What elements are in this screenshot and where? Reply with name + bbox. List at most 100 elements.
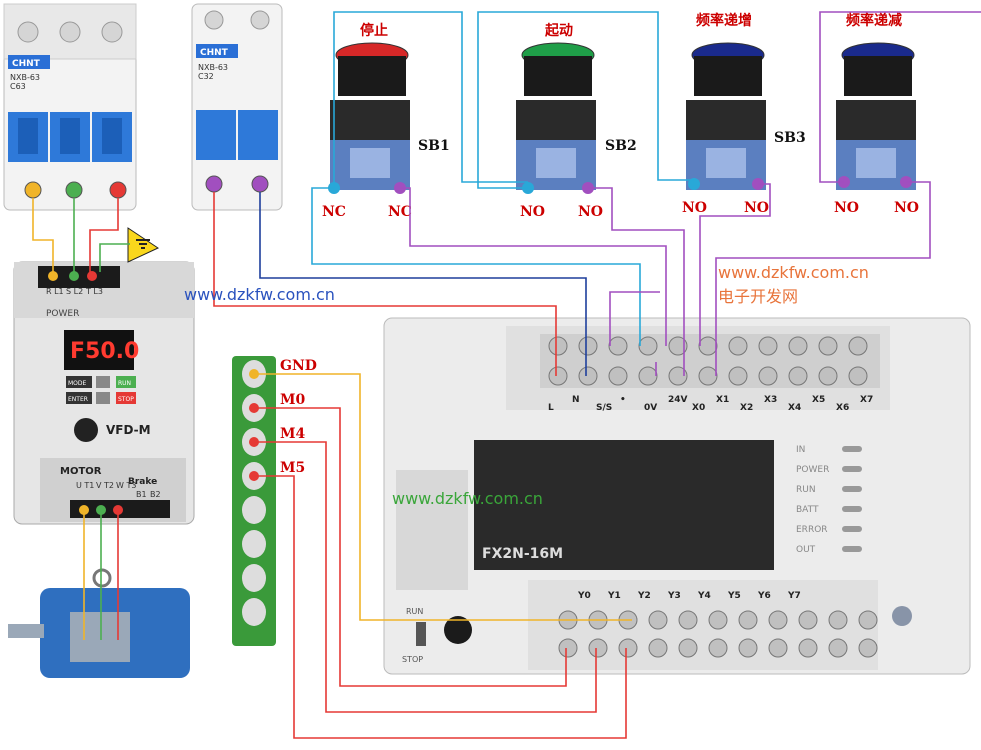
plc-led-label: POWER xyxy=(796,465,829,475)
plc-output-screw-lower[interactable] xyxy=(858,638,878,658)
plc-led-indicator xyxy=(842,466,862,472)
plc-input-screw-lower[interactable] xyxy=(698,366,718,386)
vfd-key-stop[interactable]: STOP xyxy=(118,396,134,403)
plc-input-screw-lower[interactable] xyxy=(728,366,748,386)
ground-symbol-icon xyxy=(127,227,160,263)
plc-input-screw-upper[interactable] xyxy=(818,336,838,356)
plc-input-label: X2 xyxy=(740,403,753,413)
plc-output-screw-lower[interactable] xyxy=(648,638,668,658)
contact-sb4-left: NO xyxy=(834,200,859,216)
watermark-blue: www.dzkfw.com.cn xyxy=(184,285,335,304)
plc-led-indicator xyxy=(842,446,862,452)
push-buttons: 停止 SB1 NC NC 起动 SB2 NO NO xyxy=(322,12,919,220)
watermark-orange: www.dzkfw.com.cn xyxy=(718,263,869,282)
plc-input-label: X0 xyxy=(692,403,705,413)
plc-output-label: Y0 xyxy=(577,591,591,601)
plc-input-screw-lower[interactable] xyxy=(818,366,838,386)
plc-input-label: • xyxy=(620,395,626,405)
plc-led-label: IN xyxy=(796,445,805,455)
vfd-key-mode[interactable]: MODE xyxy=(68,380,87,387)
vfd-key-enter[interactable]: ENTER xyxy=(68,396,88,403)
plc-input-screw-lower[interactable] xyxy=(788,366,808,386)
plc-output-screw-lower[interactable] xyxy=(588,638,608,658)
plc-output-screw-upper[interactable] xyxy=(798,610,818,630)
plc-input-screw-lower[interactable] xyxy=(638,366,658,386)
plc-input-screw-upper[interactable] xyxy=(668,336,688,356)
plc-output-label: Y1 xyxy=(607,591,621,601)
plc-output-screw-upper[interactable] xyxy=(678,610,698,630)
vfd-knob-icon[interactable] xyxy=(74,418,98,442)
plc-mount-screw-icon xyxy=(892,606,912,626)
contact-sb2-right: NO xyxy=(578,204,603,220)
plc-input-screw-upper[interactable] xyxy=(788,336,808,356)
watermark-green: www.dzkfw.com.cn xyxy=(392,489,543,508)
plc-output-screw-lower[interactable] xyxy=(768,638,788,658)
vfd-brake-b1: B1 xyxy=(136,490,147,499)
plc-output-screw-lower[interactable] xyxy=(708,638,728,658)
plc-output-label: Y3 xyxy=(667,591,681,601)
plc-output-label: Y4 xyxy=(697,591,711,601)
push-button-freq-up[interactable]: 频率递增 SB3 NO NO xyxy=(682,12,806,216)
plc-input-screw-lower[interactable] xyxy=(548,366,568,386)
plc-input-screw-upper[interactable] xyxy=(848,336,868,356)
plc-input-screw-upper[interactable] xyxy=(638,336,658,356)
aux-breaker-brand: CHNT xyxy=(200,48,229,58)
plc-input-screw-lower[interactable] xyxy=(608,366,628,386)
plc-model: FX2N-16M xyxy=(482,546,563,562)
plc-output-screw-upper[interactable] xyxy=(858,610,878,630)
plc-output-screw-lower[interactable] xyxy=(558,638,578,658)
contact-sb1-left: NC xyxy=(322,204,346,220)
plc-input-label: 24V xyxy=(668,395,688,405)
plc-input-screw-upper[interactable] xyxy=(758,336,778,356)
vfd-key-run[interactable]: RUN xyxy=(118,380,131,387)
button-label-freq-up: 频率递增 xyxy=(696,12,752,29)
plc-input-screw-lower[interactable] xyxy=(578,366,598,386)
plc-output-screw-upper[interactable] xyxy=(648,610,668,630)
plc-output-screw-lower[interactable] xyxy=(618,638,638,658)
push-button-start[interactable]: 起动 SB2 NO NO xyxy=(516,22,637,220)
plc-led-indicator xyxy=(842,506,862,512)
push-button-stop[interactable]: 停止 SB1 NC NC xyxy=(322,22,450,220)
plc-output-label: Y6 xyxy=(757,591,771,601)
aux-breaker-rating: C32 xyxy=(198,72,214,81)
plc-input-screw-lower[interactable] xyxy=(758,366,778,386)
plc-input-label: X7 xyxy=(860,395,873,405)
plc-led-label: ERROR xyxy=(796,525,828,535)
button-label-start: 起动 xyxy=(544,22,573,39)
plc-run-stop-switch[interactable] xyxy=(416,622,426,646)
main-breaker: CHNT NXB-63 C63 xyxy=(3,3,137,211)
plc-input-label: X3 xyxy=(764,395,777,405)
plc-output-screw-upper[interactable] xyxy=(828,610,848,630)
plc-input-screw-upper[interactable] xyxy=(608,336,628,356)
plc-output-screw-lower[interactable] xyxy=(798,638,818,658)
plc-input-screw-lower[interactable] xyxy=(668,366,688,386)
strip-label-m0: M0 xyxy=(280,392,305,408)
watermark-orange-cn: 电子开发网 xyxy=(718,287,798,306)
plc-output-screw-lower[interactable] xyxy=(828,638,848,658)
strip-label-m4: M4 xyxy=(280,426,305,442)
plc-output-screw-upper[interactable] xyxy=(768,610,788,630)
plc-input-screw-upper[interactable] xyxy=(548,336,568,356)
plc-input-screw-upper[interactable] xyxy=(578,336,598,356)
vfd-out-w: W T3 xyxy=(116,481,136,490)
push-button-freq-down[interactable]: 频率递减 NO NO xyxy=(834,12,919,216)
vfd-motor-label: MOTOR xyxy=(60,466,102,477)
plc-output-screw-upper[interactable] xyxy=(738,610,758,630)
plc-input-label: N xyxy=(572,395,580,405)
contact-sb3-left: NO xyxy=(682,200,707,216)
plc-input-label: L xyxy=(548,403,554,413)
plc-led-label: OUT xyxy=(796,545,816,555)
strip-label-m5: M5 xyxy=(280,460,305,476)
plc-output-screw-lower[interactable] xyxy=(678,638,698,658)
main-breaker-model: NXB-63 xyxy=(10,73,40,82)
plc-output-screw-lower[interactable] xyxy=(738,638,758,658)
plc-input-label: X6 xyxy=(836,403,849,413)
plc-input-screw-upper[interactable] xyxy=(698,336,718,356)
plc-input-label: 0V xyxy=(644,403,657,413)
plc-input-screw-lower[interactable] xyxy=(848,366,868,386)
plc-output-screw-upper[interactable] xyxy=(708,610,728,630)
plc-input-screw-upper[interactable] xyxy=(728,336,748,356)
